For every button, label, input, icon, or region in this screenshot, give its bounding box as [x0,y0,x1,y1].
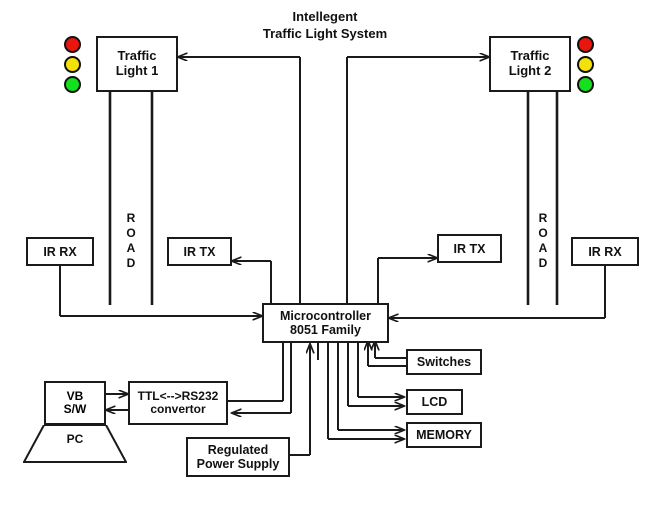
road-letter: R [538,211,548,225]
lcd-box[interactable]: LCD [406,389,463,415]
ir-rx-right-label: IR RX [588,244,622,259]
road-letter: A [126,241,136,255]
pc-screen-line-1: VB [66,388,84,403]
ir-tx-left-label: IR TX [183,244,216,259]
pc-screen-line-2: S/W [63,402,87,416]
traffic-light-2-box[interactable]: Traffic Light 2 [489,36,571,92]
switches-box[interactable]: Switches [406,349,482,375]
ttl-rs232-convertor-box[interactable]: TTL<-->RS232 convertor [128,381,228,425]
ir-tx-left-box[interactable]: IR TX [167,237,232,266]
convertor-line-2: convertor [150,402,206,416]
switches-label: Switches [416,355,472,369]
microcontroller-line-2: 8051 Family [290,323,361,337]
ir-tx-right-label: IR TX [453,241,486,256]
road-letter: D [538,256,548,270]
traffic-light-1-line-1: Traffic [117,48,157,64]
traffic-light-1-line-2: Light 1 [115,63,159,78]
traffic-light-2-line-1: Traffic [510,48,550,64]
memory-box[interactable]: MEMORY [406,422,482,448]
road-letter: A [538,241,548,255]
yellow-lamp [64,56,81,73]
pc-label: PC [66,432,84,446]
yellow-lamp [577,56,594,73]
memory-label: MEMORY [416,428,472,442]
traffic-light-2-line-2: Light 2 [508,63,552,78]
road-letter: R [126,211,136,225]
power-supply-line-2: Power Supply [196,457,280,471]
road-right-label: R O A D [536,211,550,271]
road-left-label: R O A D [124,211,138,271]
title-line-2: Traffic Light System [262,25,388,41]
power-supply-line-1: Regulated [207,443,269,457]
traffic-light-2-lamps [577,36,594,93]
red-lamp [577,36,594,53]
red-lamp [64,36,81,53]
pc-base [22,424,128,463]
regulated-power-supply-box[interactable]: Regulated Power Supply [186,437,290,477]
title-line-1: Intellegent [292,9,358,24]
road-letter: D [126,256,136,270]
microcontroller-box[interactable]: Microcontroller 8051 Family [262,303,389,343]
ir-rx-left-label: IR RX [43,244,77,259]
lcd-label: LCD [421,395,448,409]
pc-monitor[interactable]: VB S/W [44,381,106,425]
ir-tx-right-box[interactable]: IR TX [437,234,502,263]
green-lamp [64,76,81,93]
traffic-light-1-box[interactable]: Traffic Light 1 [96,36,178,92]
diagram-title: Intellegent Traffic Light System [195,9,455,43]
ir-rx-left-box[interactable]: IR RX [26,237,94,266]
road-letter: O [538,226,548,240]
microcontroller-line-1: Microcontroller [280,309,371,323]
traffic-light-1-lamps [64,36,81,93]
road-letter: O [126,226,136,240]
green-lamp [577,76,594,93]
convertor-line-1: TTL<-->RS232 [137,388,219,403]
ir-rx-right-box[interactable]: IR RX [571,237,639,266]
